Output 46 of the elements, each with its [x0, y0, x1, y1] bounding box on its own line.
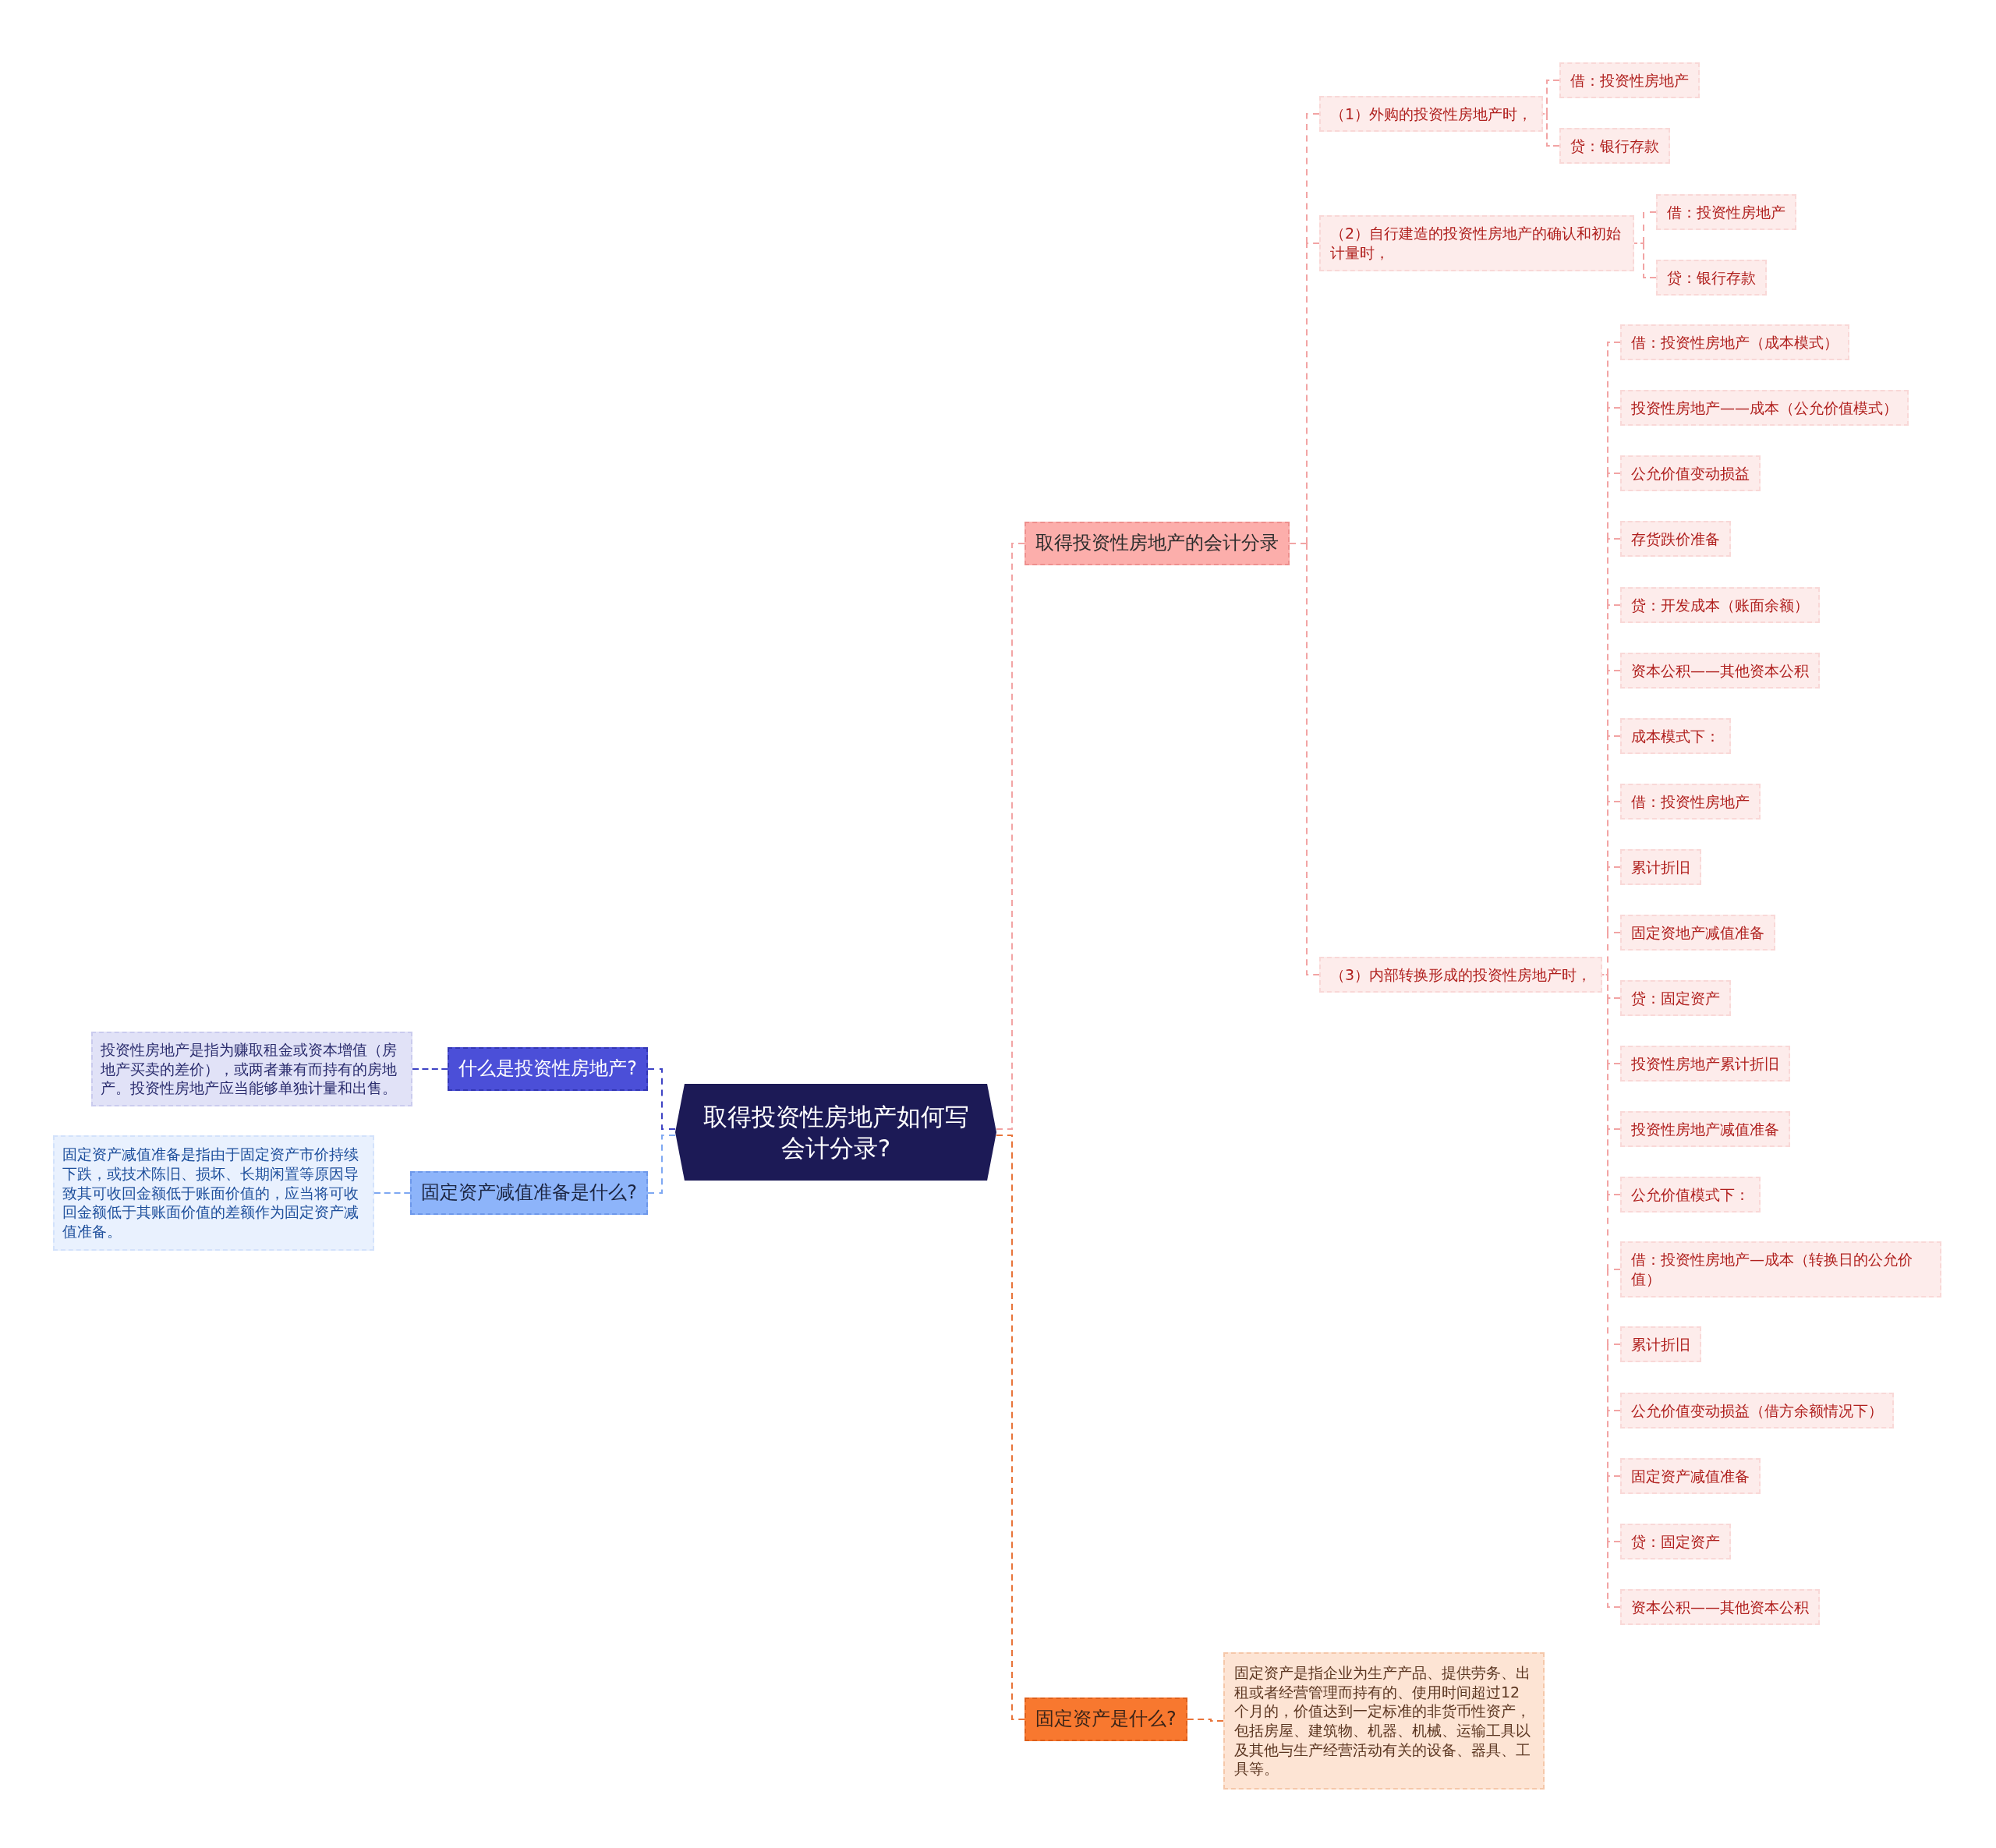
- connector-line: [1542, 80, 1560, 147]
- entry-box: （3）内部转换形成的投资性房地产时，: [1319, 956, 1603, 993]
- entry-box: 贷：固定资产: [1620, 1523, 1731, 1560]
- entry-box: 贷：固定资产: [1620, 979, 1731, 1017]
- connector-line: [373, 1192, 412, 1194]
- entry-box: （2）自行建造的投资性房地产的确认和初始计量时，: [1319, 215, 1634, 271]
- connector-line: [1601, 342, 1621, 1608]
- entry-box: 固定资地产减值准备: [1620, 914, 1775, 951]
- note-box: 固定资产是指企业为生产产品、提供劳务、出租或者经营管理而持有的、使用时间超过12个月的，价值达到一定标准的非货币性资产，包括房屋、建筑物、机器、机械、运输工具以及其他与生产经营活动有关的设备、器具、工具等。: [1223, 1652, 1545, 1790]
- entry-box: 借：投资性房地产: [1559, 62, 1700, 99]
- entry-box: 累计折旧: [1620, 848, 1701, 886]
- entry-box: 存货跌价准备: [1620, 520, 1731, 558]
- connector-line: [1289, 113, 1320, 975]
- note-box: 固定资产减值准备是指由于固定资产市价持续下跌，或技术陈旧、损坏、长期闲置等原因导致其可收回金额低于账面价值的，应当将可收回金额低于其账面价值的差额作为固定资产减值准备。: [53, 1135, 374, 1251]
- entry-box: 公允价值变动损益（借方余额情况下）: [1620, 1392, 1894, 1429]
- topic-box: 什么是投资性房地产?: [448, 1047, 648, 1091]
- topic-box: 固定资产是什么?: [1025, 1698, 1187, 1741]
- connector-line: [1633, 211, 1657, 278]
- entry-box: 累计折旧: [1620, 1326, 1701, 1363]
- topic-box: 固定资产减值准备是什么?: [410, 1171, 648, 1215]
- connector-line: [996, 543, 1025, 1130]
- connector-line: [996, 1135, 1025, 1720]
- connector-line: [412, 1068, 449, 1070]
- entry-box: 借：投资性房地产: [1620, 783, 1761, 820]
- hexagon-topic: 取得投资性房地产如何写会计分录?: [675, 1083, 996, 1181]
- entry-box: 投资性房地产减值准备: [1620, 1110, 1790, 1148]
- connector-line: [1186, 1719, 1224, 1722]
- note-box: 投资性房地产是指为赚取租金或资本增值（房地产买卖的差价），或两者兼有而持有的房地产。投资性房地产应当能够单独计量和出售。: [91, 1031, 412, 1107]
- entry-box: 公允价值变动损益: [1620, 455, 1761, 492]
- entry-box: 借：投资性房地产（成本模式）: [1620, 324, 1849, 361]
- entry-box: 投资性房地产——成本（公允价值模式）: [1620, 389, 1909, 427]
- entry-box: 公允价值模式下：: [1620, 1176, 1761, 1213]
- entry-box: 借：投资性房地产—成本（转换日的公允价值）: [1620, 1241, 1941, 1297]
- entry-box: 固定资产减值准备: [1620, 1457, 1761, 1495]
- topic-box: 取得投资性房地产的会计分录: [1025, 522, 1290, 565]
- connector-line: [647, 1135, 676, 1194]
- connector-line: [647, 1068, 676, 1130]
- entry-box: 贷：银行存款: [1559, 127, 1670, 165]
- entry-box: 贷：银行存款: [1656, 259, 1767, 296]
- entry-box: 资本公积——其他资本公积: [1620, 1588, 1820, 1626]
- entry-box: 借：投资性房地产: [1656, 193, 1796, 231]
- entry-box: 贷：开发成本（账面余额）: [1620, 586, 1820, 624]
- entry-box: 成本模式下：: [1620, 717, 1731, 755]
- entry-box: （1）外购的投资性房地产时，: [1319, 95, 1544, 133]
- entry-box: 投资性房地产累计折旧: [1620, 1045, 1790, 1082]
- entry-box: 资本公积——其他资本公积: [1620, 652, 1820, 689]
